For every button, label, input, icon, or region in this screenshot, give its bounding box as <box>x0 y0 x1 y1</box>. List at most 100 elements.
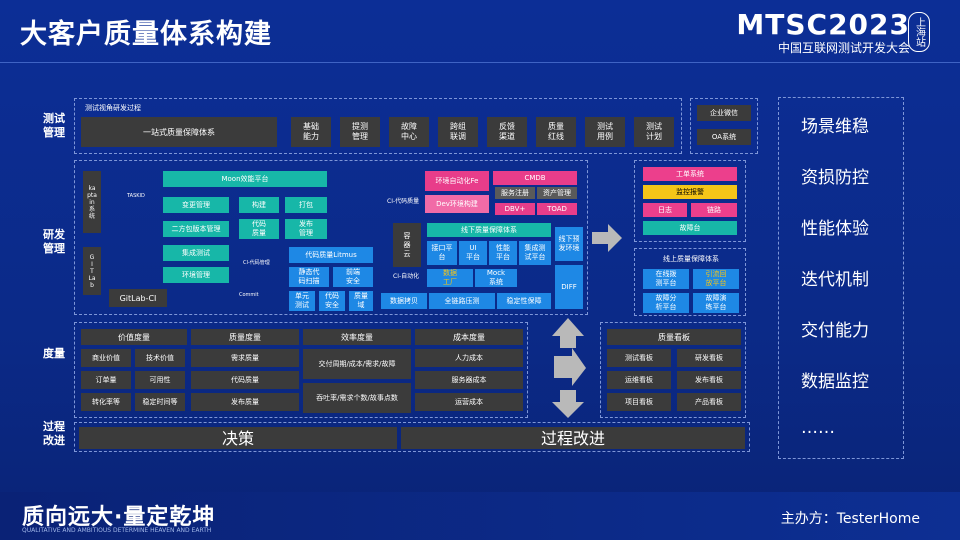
board-item[interactable]: 项目看板 <box>607 393 671 411</box>
test-side-panel: 企业微信 OA系统 <box>690 98 758 154</box>
ci-code-label: CI-代码管理 <box>243 260 270 266</box>
test-item-box[interactable]: 测试 计划 <box>634 117 674 147</box>
build-box[interactable]: 构建 <box>239 197 279 213</box>
measure-item[interactable]: 技术价值 <box>135 349 185 367</box>
test-item-box[interactable]: 反馈 渠道 <box>487 117 527 147</box>
stability-box[interactable]: 稳定性保障 <box>497 293 551 309</box>
data-copy-box[interactable]: 数据拷贝 <box>381 293 427 309</box>
test-item-box[interactable]: 提测 管理 <box>340 117 380 147</box>
kaptain-system-box[interactable]: ka pta in 系 统 <box>83 171 101 233</box>
monitor-alert-box[interactable]: 监控报警 <box>643 185 737 199</box>
commit-label: Commit <box>239 292 259 298</box>
measure-item[interactable]: 吞吐率/需求个数/故事点数 <box>303 383 411 413</box>
api-platform-box[interactable]: 接口平 台 <box>427 241 457 265</box>
board-item[interactable]: 发布看板 <box>677 371 741 389</box>
offline-prerelease-box[interactable]: 线下预 发环境 <box>555 227 583 261</box>
one-stop-quality-box[interactable]: 一站式质量保障体系 <box>81 117 277 147</box>
right-list-item: 数据监控 <box>801 372 869 392</box>
full-link-stress-box[interactable]: 全链路压测 <box>429 293 495 309</box>
test-item-box[interactable]: 质量 红线 <box>536 117 576 147</box>
gitlab-ci-box[interactable]: GitLab-CI <box>109 289 167 307</box>
container-cloud-box[interactable]: 容 器 云 <box>393 223 421 267</box>
decision-box[interactable]: 决策 <box>79 427 397 449</box>
right-list-item: …… <box>801 418 835 438</box>
ticket-system-box[interactable]: 工单系统 <box>643 167 737 181</box>
frontend-security-box[interactable]: 前端 安全 <box>333 267 373 287</box>
measure-item[interactable]: 商业价值 <box>81 349 131 367</box>
dev-env-build-box[interactable]: Dev环境构建 <box>425 195 489 213</box>
measure-col-title: 成本度量 <box>415 329 523 345</box>
measure-item[interactable]: 订单量 <box>81 371 131 389</box>
wechat-work-box[interactable]: 企业微信 <box>697 105 751 121</box>
package-version-box[interactable]: 二方包版本管理 <box>163 221 229 237</box>
section-label-measure: 度量 <box>43 347 65 360</box>
board-item[interactable]: 测试看板 <box>607 349 671 367</box>
measure-item[interactable]: 可用性 <box>135 371 185 389</box>
right-list-item: 性能体验 <box>801 219 869 239</box>
measure-col-title: 效率度量 <box>303 329 411 345</box>
test-item-box[interactable]: 基础 能力 <box>291 117 331 147</box>
ui-platform-box[interactable]: UI 平台 <box>459 241 487 265</box>
test-item-box[interactable]: 跨组 联调 <box>438 117 478 147</box>
release-mgmt-box[interactable]: 发布 管理 <box>285 219 327 239</box>
measure-item[interactable]: 发布质量 <box>191 393 299 411</box>
change-mgmt-box[interactable]: 变更管理 <box>163 197 229 213</box>
cmdb-box[interactable]: CMDB <box>493 171 577 185</box>
integration-test-box[interactable]: 集成测试 <box>163 245 229 261</box>
test-panel-heading: 测试视角研发过程 <box>85 104 141 112</box>
data-factory-box[interactable]: 数据 工厂 <box>427 269 473 287</box>
integration-platform-box[interactable]: 集成测 试平台 <box>519 241 551 265</box>
arrow-right-icon <box>592 224 622 252</box>
fault-analysis-box[interactable]: 故障分 析平台 <box>643 293 689 313</box>
moon-platform-box[interactable]: Moon效能平台 <box>163 171 327 187</box>
brand-badge: 上海站 <box>908 12 930 52</box>
dbv-box[interactable]: DBV+ <box>495 203 535 215</box>
service-registry-box[interactable]: 服务注册 <box>495 187 535 199</box>
perf-platform-box[interactable]: 性能 平台 <box>489 241 517 265</box>
log-box[interactable]: 日志 <box>643 203 687 217</box>
trace-box[interactable]: 链路 <box>691 203 737 217</box>
offline-quality-box[interactable]: 线下质量保障体系 <box>427 223 551 237</box>
traffic-replay-box[interactable]: 引流回 放平台 <box>693 269 739 289</box>
fault-console-box[interactable]: 故障台 <box>643 221 737 235</box>
page-title: 大客户质量体系构建 <box>20 19 272 50</box>
litmus-box[interactable]: 代码质量Litmus <box>289 247 373 263</box>
code-quality-box[interactable]: 代码 质量 <box>239 219 279 239</box>
measure-item[interactable]: 运营成本 <box>415 393 523 411</box>
code-security-box[interactable]: 代码 安全 <box>319 291 345 311</box>
quality-board-title: 质量看板 <box>607 329 741 345</box>
quality-board-panel: 质量看板 测试看板研发看板运维看板发布看板项目看板产品看板 <box>600 322 746 418</box>
process-improve-box[interactable]: 过程改进 <box>401 427 745 449</box>
test-item-box[interactable]: 测试 用例 <box>585 117 625 147</box>
measure-item[interactable]: 交付周期/成本/需求/故障 <box>303 349 411 379</box>
right-ops-panel: 工单系统 监控报警 日志 链路 故障台 <box>634 160 746 242</box>
unit-test-box[interactable]: 单元 测试 <box>289 291 315 311</box>
toad-box[interactable]: TOAD <box>537 203 577 215</box>
asset-mgmt-box[interactable]: 资产管理 <box>537 187 577 199</box>
package-box[interactable]: 打包 <box>285 197 327 213</box>
measure-item[interactable]: 代码质量 <box>191 371 299 389</box>
footer-subtitle: QUALITATIVE AND AMBITIOUS DETERMINE HEAV… <box>22 527 212 534</box>
test-item-box[interactable]: 故障 中心 <box>389 117 429 147</box>
measure-item[interactable]: 稳定时间等 <box>135 393 185 411</box>
measure-item[interactable]: 人力成本 <box>415 349 523 367</box>
measure-col-title: 质量度量 <box>191 329 299 345</box>
diff-box[interactable]: DIFF <box>555 265 583 309</box>
static-scan-box[interactable]: 静态代 码扫描 <box>289 267 329 287</box>
measure-item[interactable]: 需求质量 <box>191 349 299 367</box>
measure-item[interactable]: 服务器成本 <box>415 371 523 389</box>
board-item[interactable]: 研发看板 <box>677 349 741 367</box>
mock-system-box[interactable]: Mock 系统 <box>475 269 517 287</box>
quality-domain-box[interactable]: 质量 域 <box>349 291 373 311</box>
oa-system-box[interactable]: OA系统 <box>697 129 751 145</box>
measure-item[interactable]: 转化率等 <box>81 393 131 411</box>
env-mgmt-box[interactable]: 环境管理 <box>163 267 229 283</box>
env-automation-box[interactable]: 环境自动化Fe <box>425 171 489 191</box>
online-quality-title: 线上质量保障体系 <box>663 254 719 263</box>
online-probe-box[interactable]: 在线拨 测平台 <box>643 269 689 289</box>
fault-drill-box[interactable]: 故障演 练平台 <box>693 293 739 313</box>
header-divider <box>0 62 960 63</box>
gitlab-vertical-box[interactable]: G I T La b <box>83 247 101 295</box>
board-item[interactable]: 运维看板 <box>607 371 671 389</box>
board-item[interactable]: 产品看板 <box>677 393 741 411</box>
